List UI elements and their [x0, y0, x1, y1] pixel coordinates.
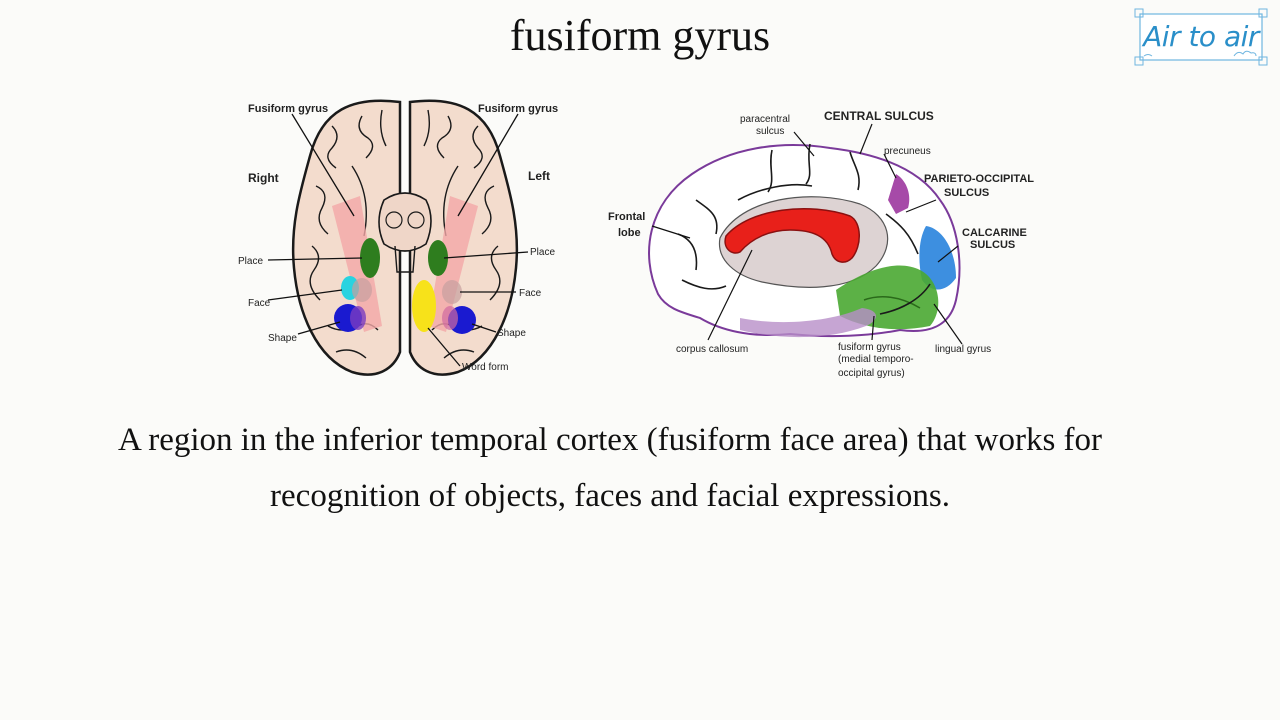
label-calcarine-2: SULCUS — [970, 239, 1015, 251]
label-right: Right — [248, 171, 279, 185]
label-fusiform-2: (medial temporo- — [838, 354, 914, 365]
medial-brain-diagram: paracentral sulcus CENTRAL SULCUS precun… — [600, 104, 1050, 384]
label-face-right: Face — [248, 298, 271, 309]
face-region-left — [412, 280, 436, 332]
label-fusiform-left: Fusiform gyrus — [478, 103, 558, 115]
slide-title: fusiform gyrus — [0, 10, 1280, 61]
label-calcarine-1: CALCARINE — [962, 227, 1027, 239]
label-frontal-1: Frontal — [608, 211, 645, 223]
air-to-air-logo: Air to air — [1134, 8, 1268, 66]
label-precuneus: precuneus — [884, 146, 931, 157]
label-frontal-2: lobe — [618, 227, 641, 239]
label-parieto-2: SULCUS — [944, 187, 989, 199]
label-face-left: Face — [519, 288, 542, 299]
label-fusiform-3: occipital gyrus) — [838, 368, 905, 379]
ventral-brain-diagram: Fusiform gyrus Fusiform gyrus Right Left… — [232, 96, 572, 380]
label-lingual-gyrus: lingual gyrus — [935, 344, 991, 355]
label-place-right: Place — [238, 256, 263, 267]
label-paracentral-1: paracentral — [740, 114, 790, 125]
label-paracentral-2: sulcus — [756, 126, 784, 137]
place-region-right — [360, 238, 380, 278]
label-fusiform-right: Fusiform gyrus — [248, 103, 328, 115]
label-word-form: Word form — [462, 362, 509, 373]
slide-description: A region in the inferior temporal cortex… — [40, 412, 1180, 524]
label-central-sulcus: CENTRAL SULCUS — [824, 109, 934, 123]
label-shape-left: Shape — [497, 328, 526, 339]
label-place-left: Place — [530, 247, 555, 258]
logo-text: Air to air — [1134, 20, 1268, 53]
label-shape-right: Shape — [268, 333, 297, 344]
label-fusiform-1: fusiform gyrus — [838, 342, 901, 353]
label-corpus-callosum: corpus callosum — [676, 344, 748, 355]
label-parieto-1: PARIETO-OCCIPITAL — [924, 173, 1034, 185]
label-left: Left — [528, 169, 550, 183]
